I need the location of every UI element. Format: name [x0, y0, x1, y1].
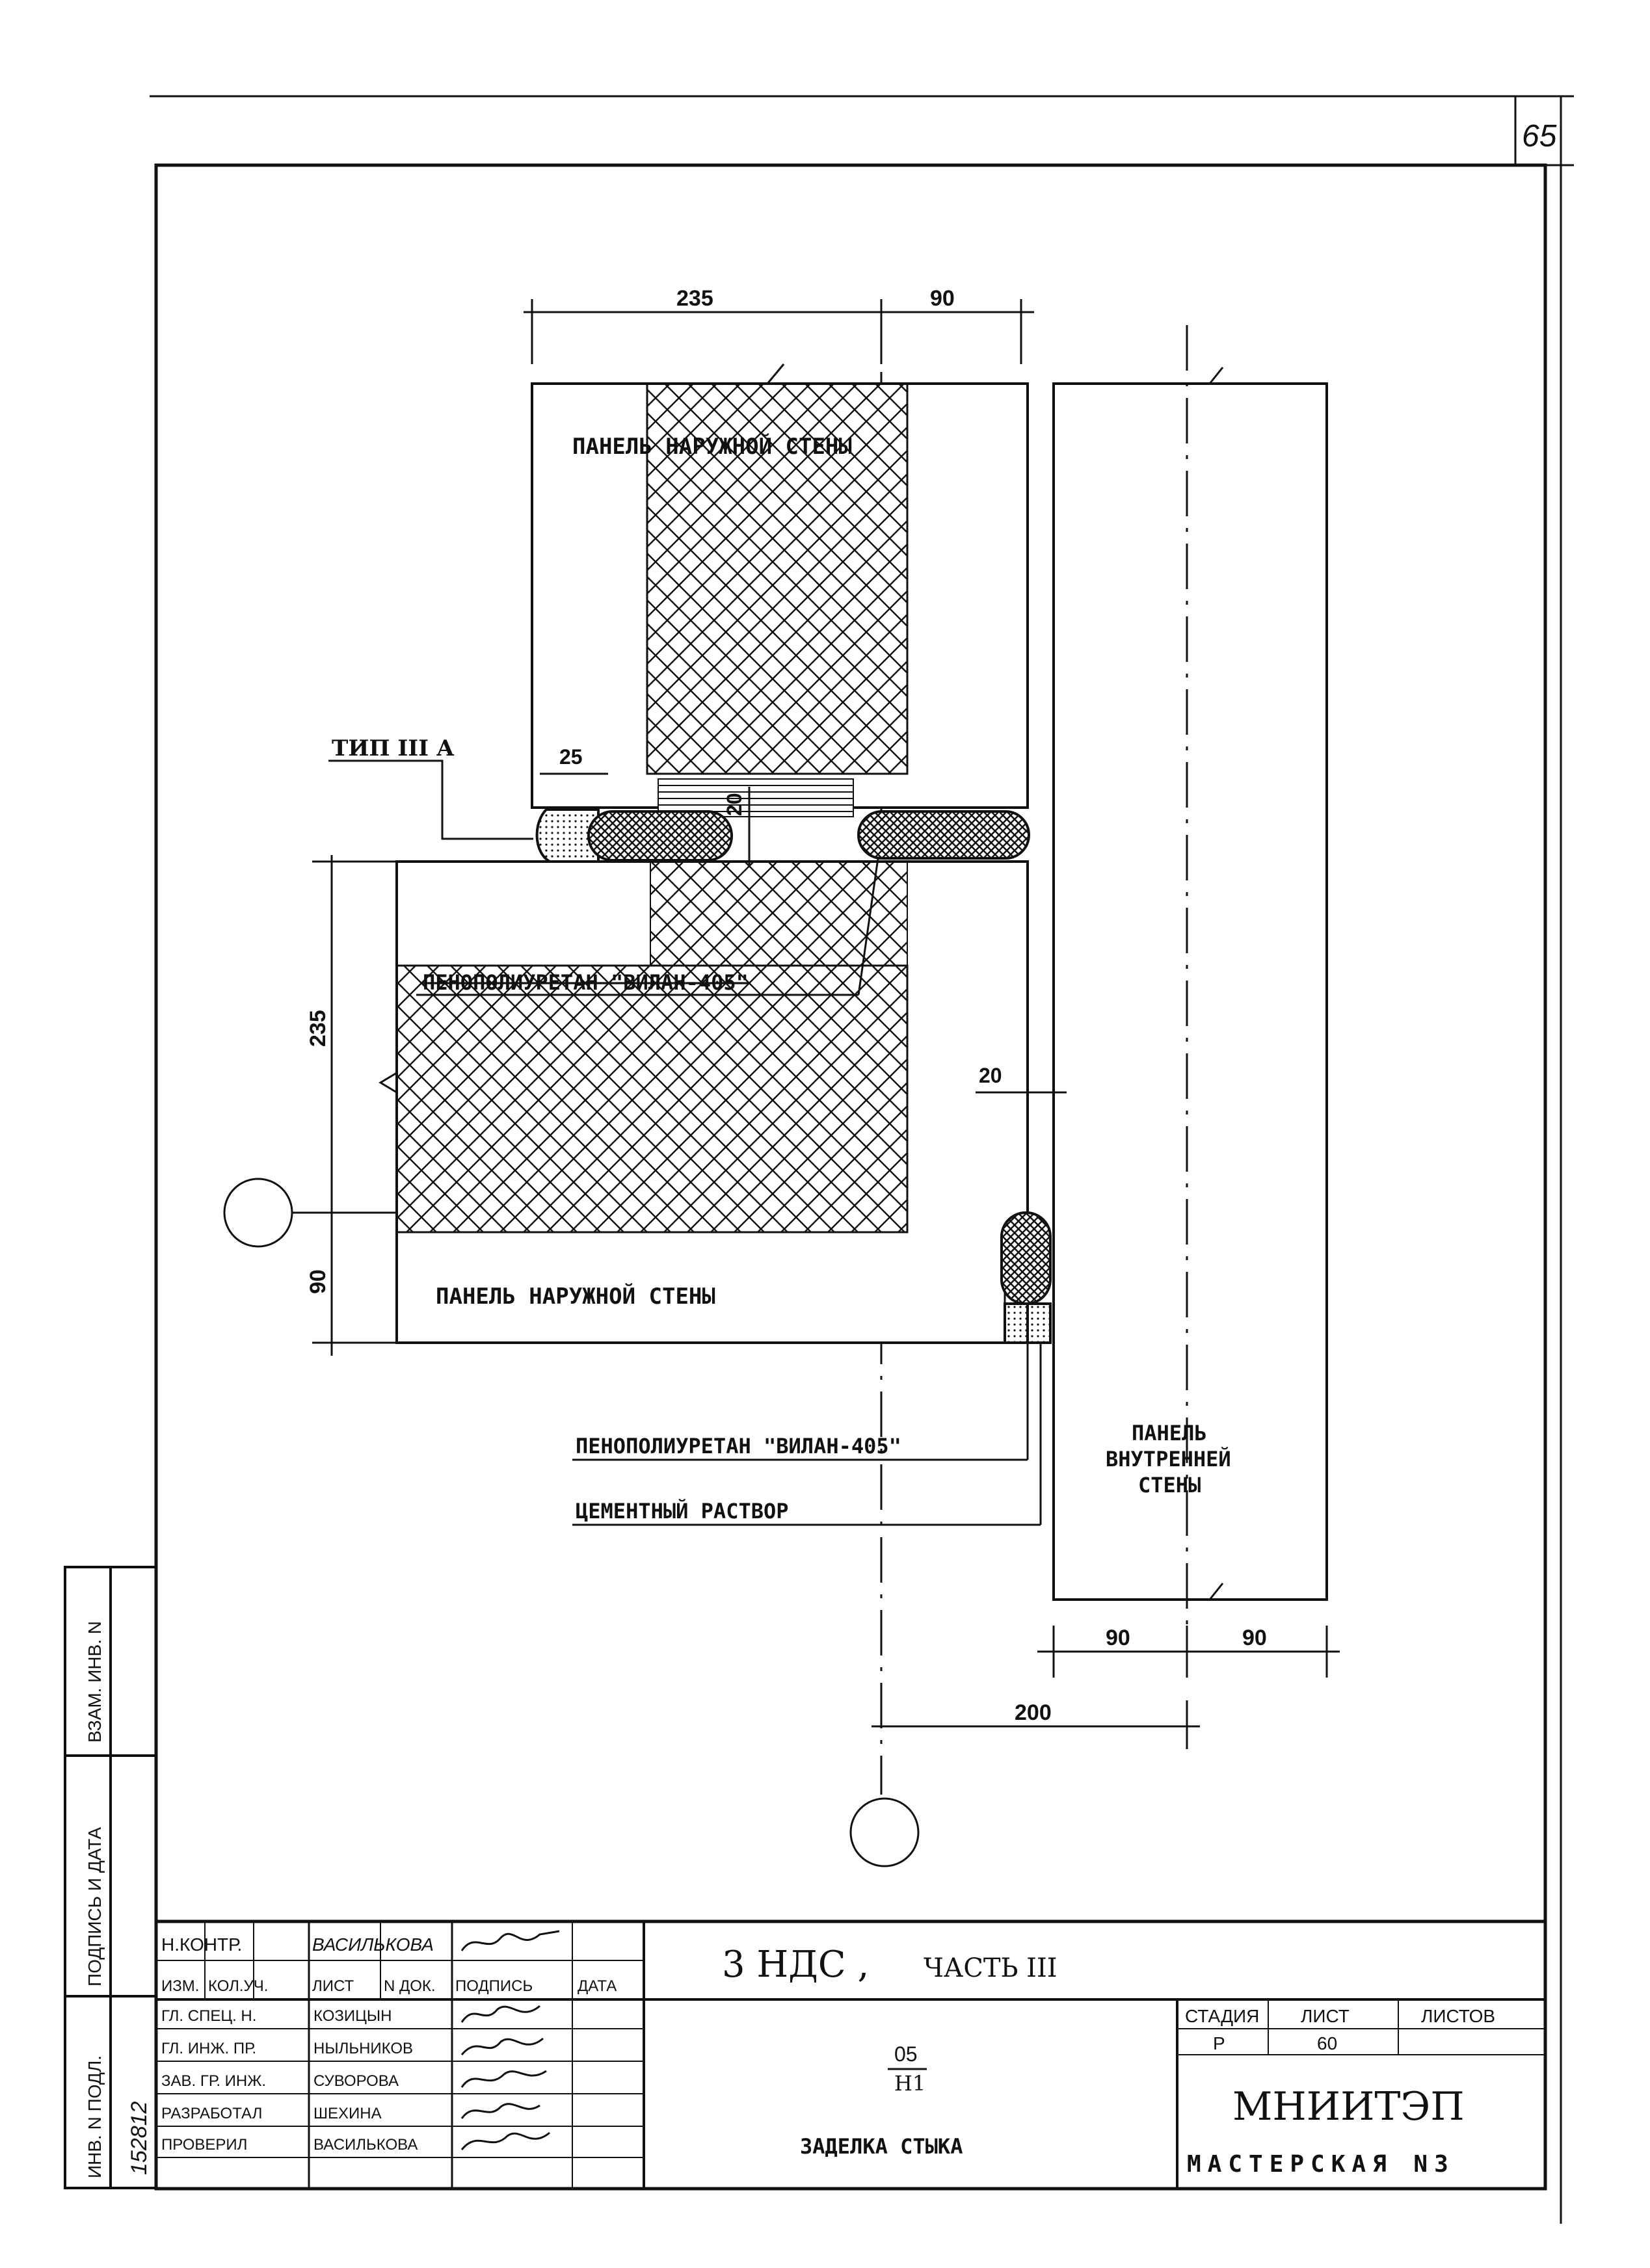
dim-bottom-200: 200 [1015, 1700, 1052, 1725]
joint-seals [535, 808, 1052, 1344]
staff-name-4: ШЕХИНА [313, 2105, 382, 2122]
sheets-header: ЛИСТОВ [1421, 2006, 1495, 2026]
dim-gap-25: 25 [559, 745, 583, 769]
side-stamp-inv: ИНВ. N ПОДЛ. [85, 2055, 105, 2178]
dim-bottom-90-b: 90 [1242, 1626, 1267, 1650]
label-upper-outer-panel: ПАНЕЛЬ НАРУЖНОЙ СТЕНЫ [572, 433, 852, 460]
drawing-code-top: 05 [894, 2042, 918, 2066]
axis-bubble-bottom [849, 1797, 920, 1867]
side-stamp [64, 1566, 157, 2189]
staff-role-3: ЗАВ. ГР. ИНЖ. [161, 2072, 266, 2090]
label-foam-lower: ПЕНОПОЛИУРЕТАН "ВИЛАН-405" [576, 1434, 901, 1458]
staff-name-2: НЫЛЬНИКОВ [313, 2040, 413, 2057]
axis-bubble-left [223, 1178, 293, 1248]
staff-name-3: СУВОРОВА [313, 2072, 399, 2090]
staff-role-1: ГЛ. СПЕЦ. Н. [161, 2007, 256, 2025]
norm-control-name: ВАСИЛЬКОВА [312, 1934, 434, 1955]
dim-left-90: 90 [306, 1269, 330, 1294]
label-foam-upper: ПЕНОПОЛИУРЕТАН "ВИЛАН-405" [423, 970, 749, 995]
norm-control-role: Н.КОНТР. [161, 1934, 242, 1955]
staff-role-4: РАЗРАБОТАЛ [161, 2105, 262, 2122]
label-type: ТИП III А [332, 735, 455, 761]
side-stamp-inv-value: 152812 [127, 2101, 152, 2175]
workshop-name: МАСТЕРСКАЯ N3 [1187, 2151, 1455, 2178]
sheet-header: ЛИСТ [1301, 2006, 1350, 2026]
staff-name-5: ВАСИЛЬКОВА [313, 2136, 418, 2154]
stage-header: СТАДИЯ [1185, 2006, 1259, 2026]
dim-bottom-90-a: 90 [1106, 1626, 1130, 1650]
col-date: ДАТА [578, 1977, 617, 1995]
label-inner-panel-line3: СТЕНЫ [1138, 1473, 1201, 1497]
lower-outer-panel [379, 860, 1029, 1344]
org-name: МНИИТЭП [1232, 2084, 1465, 2130]
dim-top-235: 235 [676, 286, 713, 311]
staff-name-1: КОЗИЦЫН [313, 2007, 392, 2025]
axis-markers [223, 1178, 920, 1867]
drawing-name: ЗАДЕЛКА СТЫКА [800, 2134, 963, 2159]
sheet-value: 60 [1317, 2033, 1337, 2053]
label-lower-outer-panel: ПАНЕЛЬ НАРУЖНОЙ СТЕНЫ [436, 1283, 715, 1310]
staff-role-2: ГЛ. ИНЖ. ПР. [161, 2040, 256, 2057]
dim-gap-20-horizontal: 20 [979, 1064, 1002, 1087]
col-list: ЛИСТ [312, 1977, 354, 1995]
label-inner-panel-line2: ВНУТРЕННЕЙ [1106, 1447, 1231, 1471]
drawing-code-bottom: Н1 [894, 2071, 925, 2096]
col-kol: КОЛ.УЧ. [208, 1977, 268, 1995]
side-stamp-vzam: ВЗАМ. ИНВ. N [85, 1621, 105, 1743]
page-frame [150, 95, 1574, 2224]
inner-wall-panel [1052, 325, 1328, 1665]
project-part: ЧАСТЬ III [924, 1953, 1058, 1983]
col-izm: ИЗМ. [161, 1977, 199, 1995]
label-inner-panel-line1: ПАНЕЛЬ [1132, 1421, 1207, 1445]
col-sign: ПОДПИСЬ [455, 1977, 533, 1995]
sheet-number: 65 [1522, 119, 1557, 153]
project-title: 3 НДС , [722, 1944, 869, 1986]
label-cement: ЦЕМЕНТНЫЙ РАСТВОР [576, 1499, 789, 1523]
side-stamp-podpis: ПОДПИСЬ И ДАТА [85, 1827, 105, 1986]
leader-lines [328, 759, 1042, 1526]
staff-role-5: ПРОВЕРИЛ [161, 2136, 247, 2154]
stage-value: Р [1213, 2033, 1225, 2053]
dim-top-90: 90 [930, 286, 955, 311]
title-block [156, 1919, 1545, 2189]
col-doc: N ДОК. [384, 1977, 436, 1995]
dim-gap-20-vertical: 20 [723, 793, 746, 816]
upper-outer-panel [531, 363, 1029, 817]
dim-left-235: 235 [306, 1010, 330, 1047]
signatures [460, 1930, 560, 2150]
dimension-lines [312, 299, 1340, 1749]
